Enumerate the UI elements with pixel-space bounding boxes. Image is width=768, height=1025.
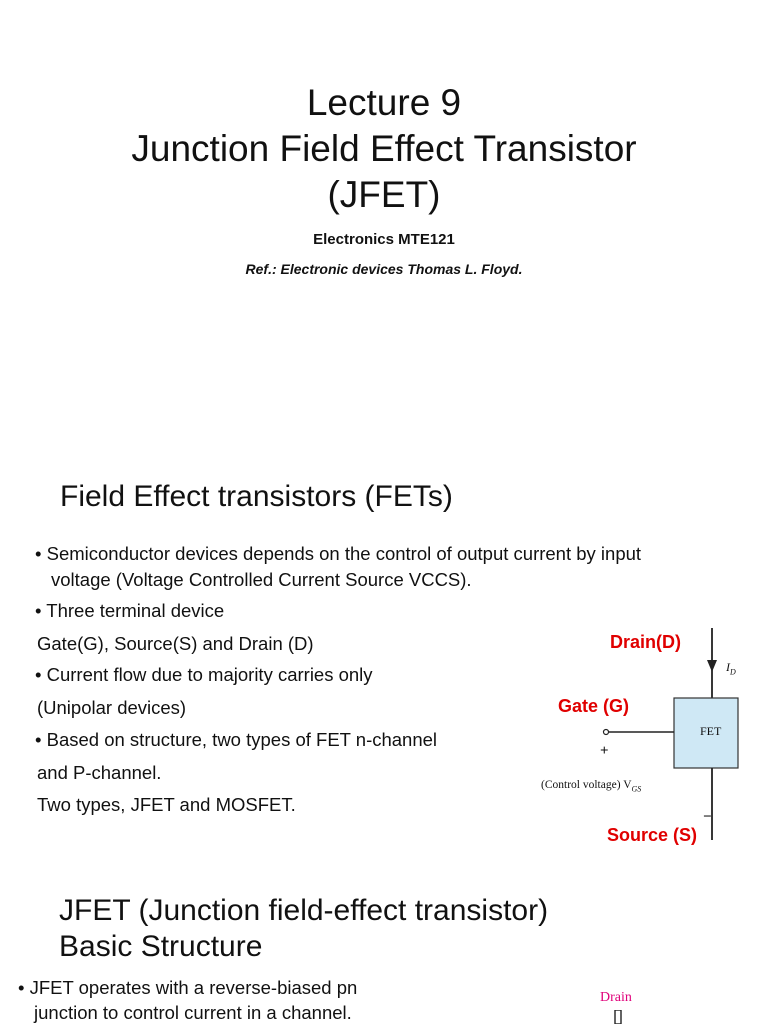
lecture-title-line1: Lecture 9 [306,82,462,123]
unipolar-text: (Unipolar devices) [37,697,187,718]
bullet-vccs-line2: voltage (Voltage Controlled Current Sour… [51,569,472,590]
jfet-heading-line1: JFET (Junction field-effect transistor) [59,894,549,927]
fet-box-label: FET [700,724,722,738]
bullet-reverse-biased-line1: • JFET operates with a reverse-biased pn [18,977,358,998]
pchannel-text: and P-channel. [37,762,162,783]
bullet-reverse-biased-line2: junction to control current in a channel… [34,1002,352,1023]
id-symbol: I [726,660,730,674]
fet-box [673,697,739,769]
id-label: ID [726,660,736,676]
reference-text: Ref.: Electronic devices Thomas L. Floyd… [245,261,523,277]
id-subscript: D [730,667,736,677]
id-arrow-icon [707,660,717,672]
control-voltage-text: (Control voltage) V [541,779,632,791]
vgs-subscript: GS [631,784,642,794]
lecture-title-line2: Junction Field Effect Transistor [131,128,637,169]
jfet-heading-line2: Basic Structure [59,930,263,963]
control-voltage-label: (Control voltage) VGS [541,779,641,793]
lecture-title-line3: (JFET) [327,174,441,215]
jfet-drain-label: Drain [600,990,632,1005]
drain-label: Drain(D) [610,632,681,652]
gate-terminal-icon [602,728,610,736]
gate-plus-sign: + [600,743,609,759]
bullet-majority-carriers: • Current flow due to majority carries o… [35,664,373,685]
gate-label: Gate (G) [558,696,630,716]
fet-symbol-diagram [602,628,739,840]
source-minus-sign: − [703,809,712,825]
course-name: Electronics MTE121 [313,231,455,248]
terminals-text: Gate(G), Source(S) and Drain (D) [37,633,314,654]
bullet-vccs-line1: • Semiconductor devices depends on the c… [35,543,642,564]
source-label: Source (S) [607,825,698,845]
bullet-three-terminal: • Three terminal device [35,600,225,621]
jfet-drain-terminal [614,1010,622,1024]
fet-heading: Field Effect transistors (FETs) [60,480,453,513]
bullet-structure-types: • Based on structure, two types of FET n… [35,729,438,750]
jfet-mosfet-text: Two types, JFET and MOSFET. [37,794,296,815]
